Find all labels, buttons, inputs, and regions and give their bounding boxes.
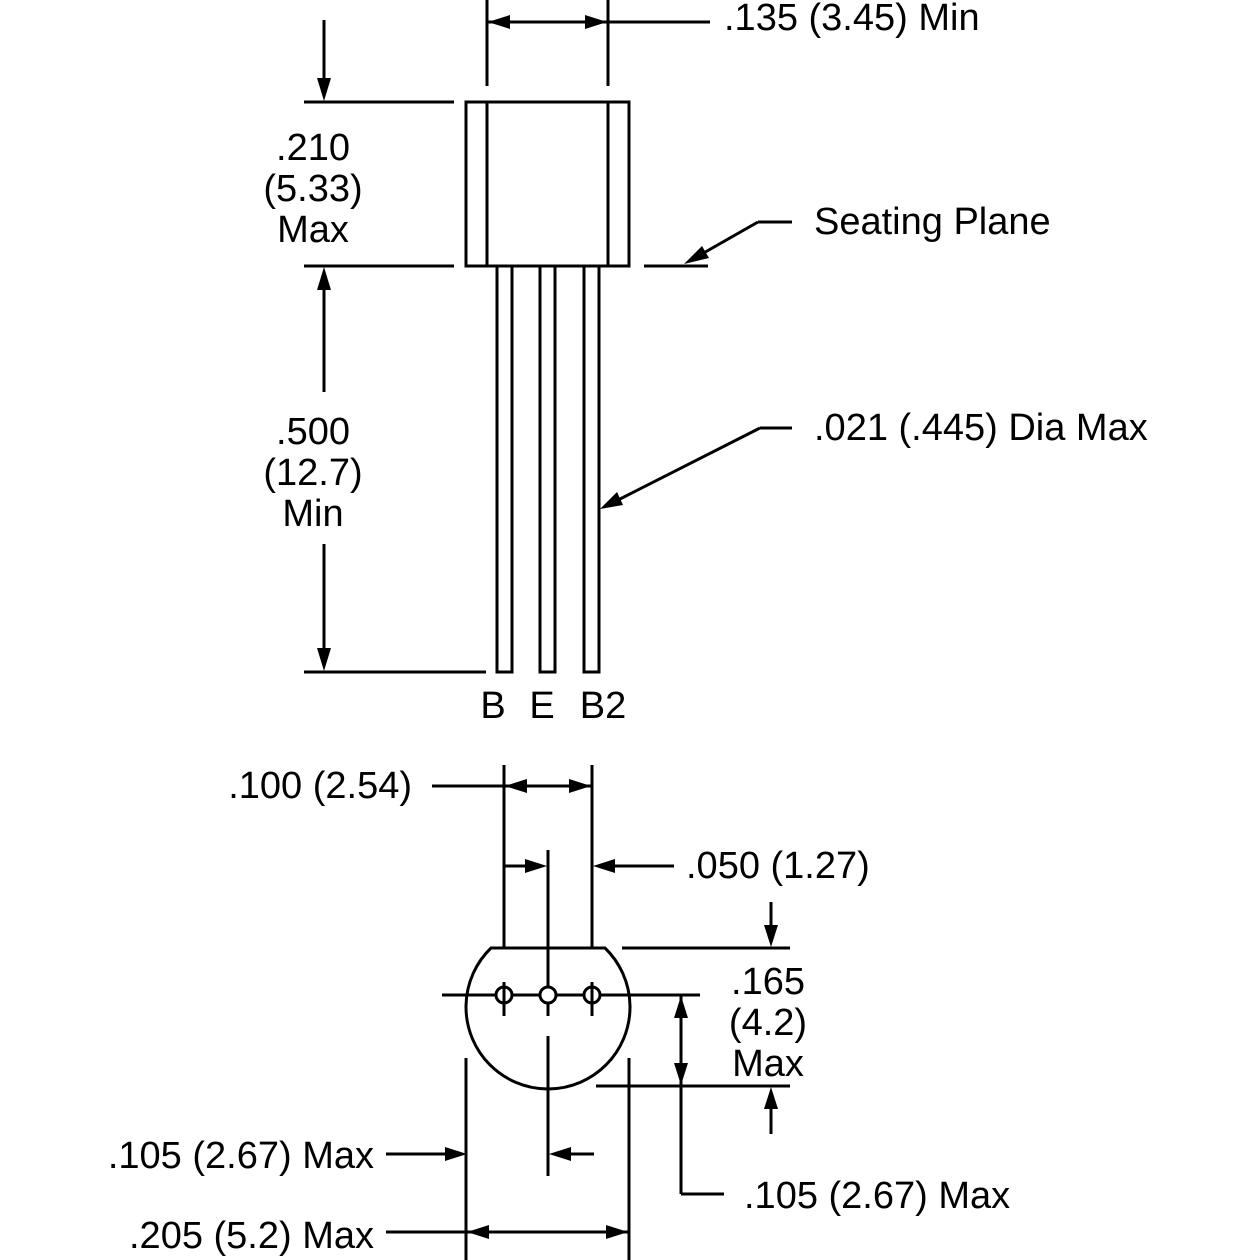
arrow-head [684,246,709,264]
left-half-label: .105 (2.67) Max [108,1135,374,1177]
arrow-head [317,648,331,671]
lead-diameter-label: .021 (.445) Dia Max [814,407,1148,449]
arrow-head [467,1225,489,1239]
lead-b2 [582,264,601,674]
half-spacing-label: .050 (1.27) [686,845,870,887]
arrow-head [317,267,331,290]
arrow-head [549,1147,571,1161]
overall-width-label: .205 (5.2) Max [129,1215,374,1257]
bottom-view: .100 (2.54) .050 (1.27) .165 (4.2) Max .… [108,765,1010,1260]
arrow-head [525,859,547,873]
pin-label-b2: B2 [580,685,626,727]
seating-plane-leader [699,220,759,257]
side-view: .135 (3.45) Min .210 (5.33) Max Seating … [263,0,1148,727]
lead-e [538,264,557,674]
body-width-label: .135 (3.45) Min [724,0,980,39]
package-body [464,100,631,268]
depth-label: .165 [731,961,805,1003]
lead-length-label: .500 [276,411,350,453]
arrow-head [764,925,778,947]
arrow-head [674,996,688,1018]
pin-spacing-label: .100 (2.54) [228,765,412,807]
depth-label: Max [732,1043,804,1085]
lead-b [495,264,514,674]
pin-hole-e [538,985,558,1005]
seating-plane-label: Seating Plane [814,201,1051,243]
arrow-head [317,78,331,101]
body-height-label: Max [277,209,349,251]
arrow-head [445,1147,467,1161]
arrow-head [764,1087,778,1109]
arrow-head [600,492,623,509]
body-height-label: (5.33) [263,168,362,210]
body-height-label: .210 [276,127,350,169]
pin-label-b: B [480,685,505,727]
depth-label: (4.2) [729,1002,807,1044]
arrow-head [569,779,591,793]
arrow-head [585,15,607,29]
arrow-head [593,859,615,873]
arrow-head [606,1225,628,1239]
lead-length-label: (12.7) [263,452,362,494]
lead-length-label: Min [282,493,343,535]
arrow-head [505,779,527,793]
arrow-head [488,15,510,29]
lead-diameter-leader [617,426,761,502]
arrow-head [674,1063,688,1085]
flat-center-label: .105 (2.67) Max [744,1175,1010,1217]
pin-label-e: E [529,685,554,727]
